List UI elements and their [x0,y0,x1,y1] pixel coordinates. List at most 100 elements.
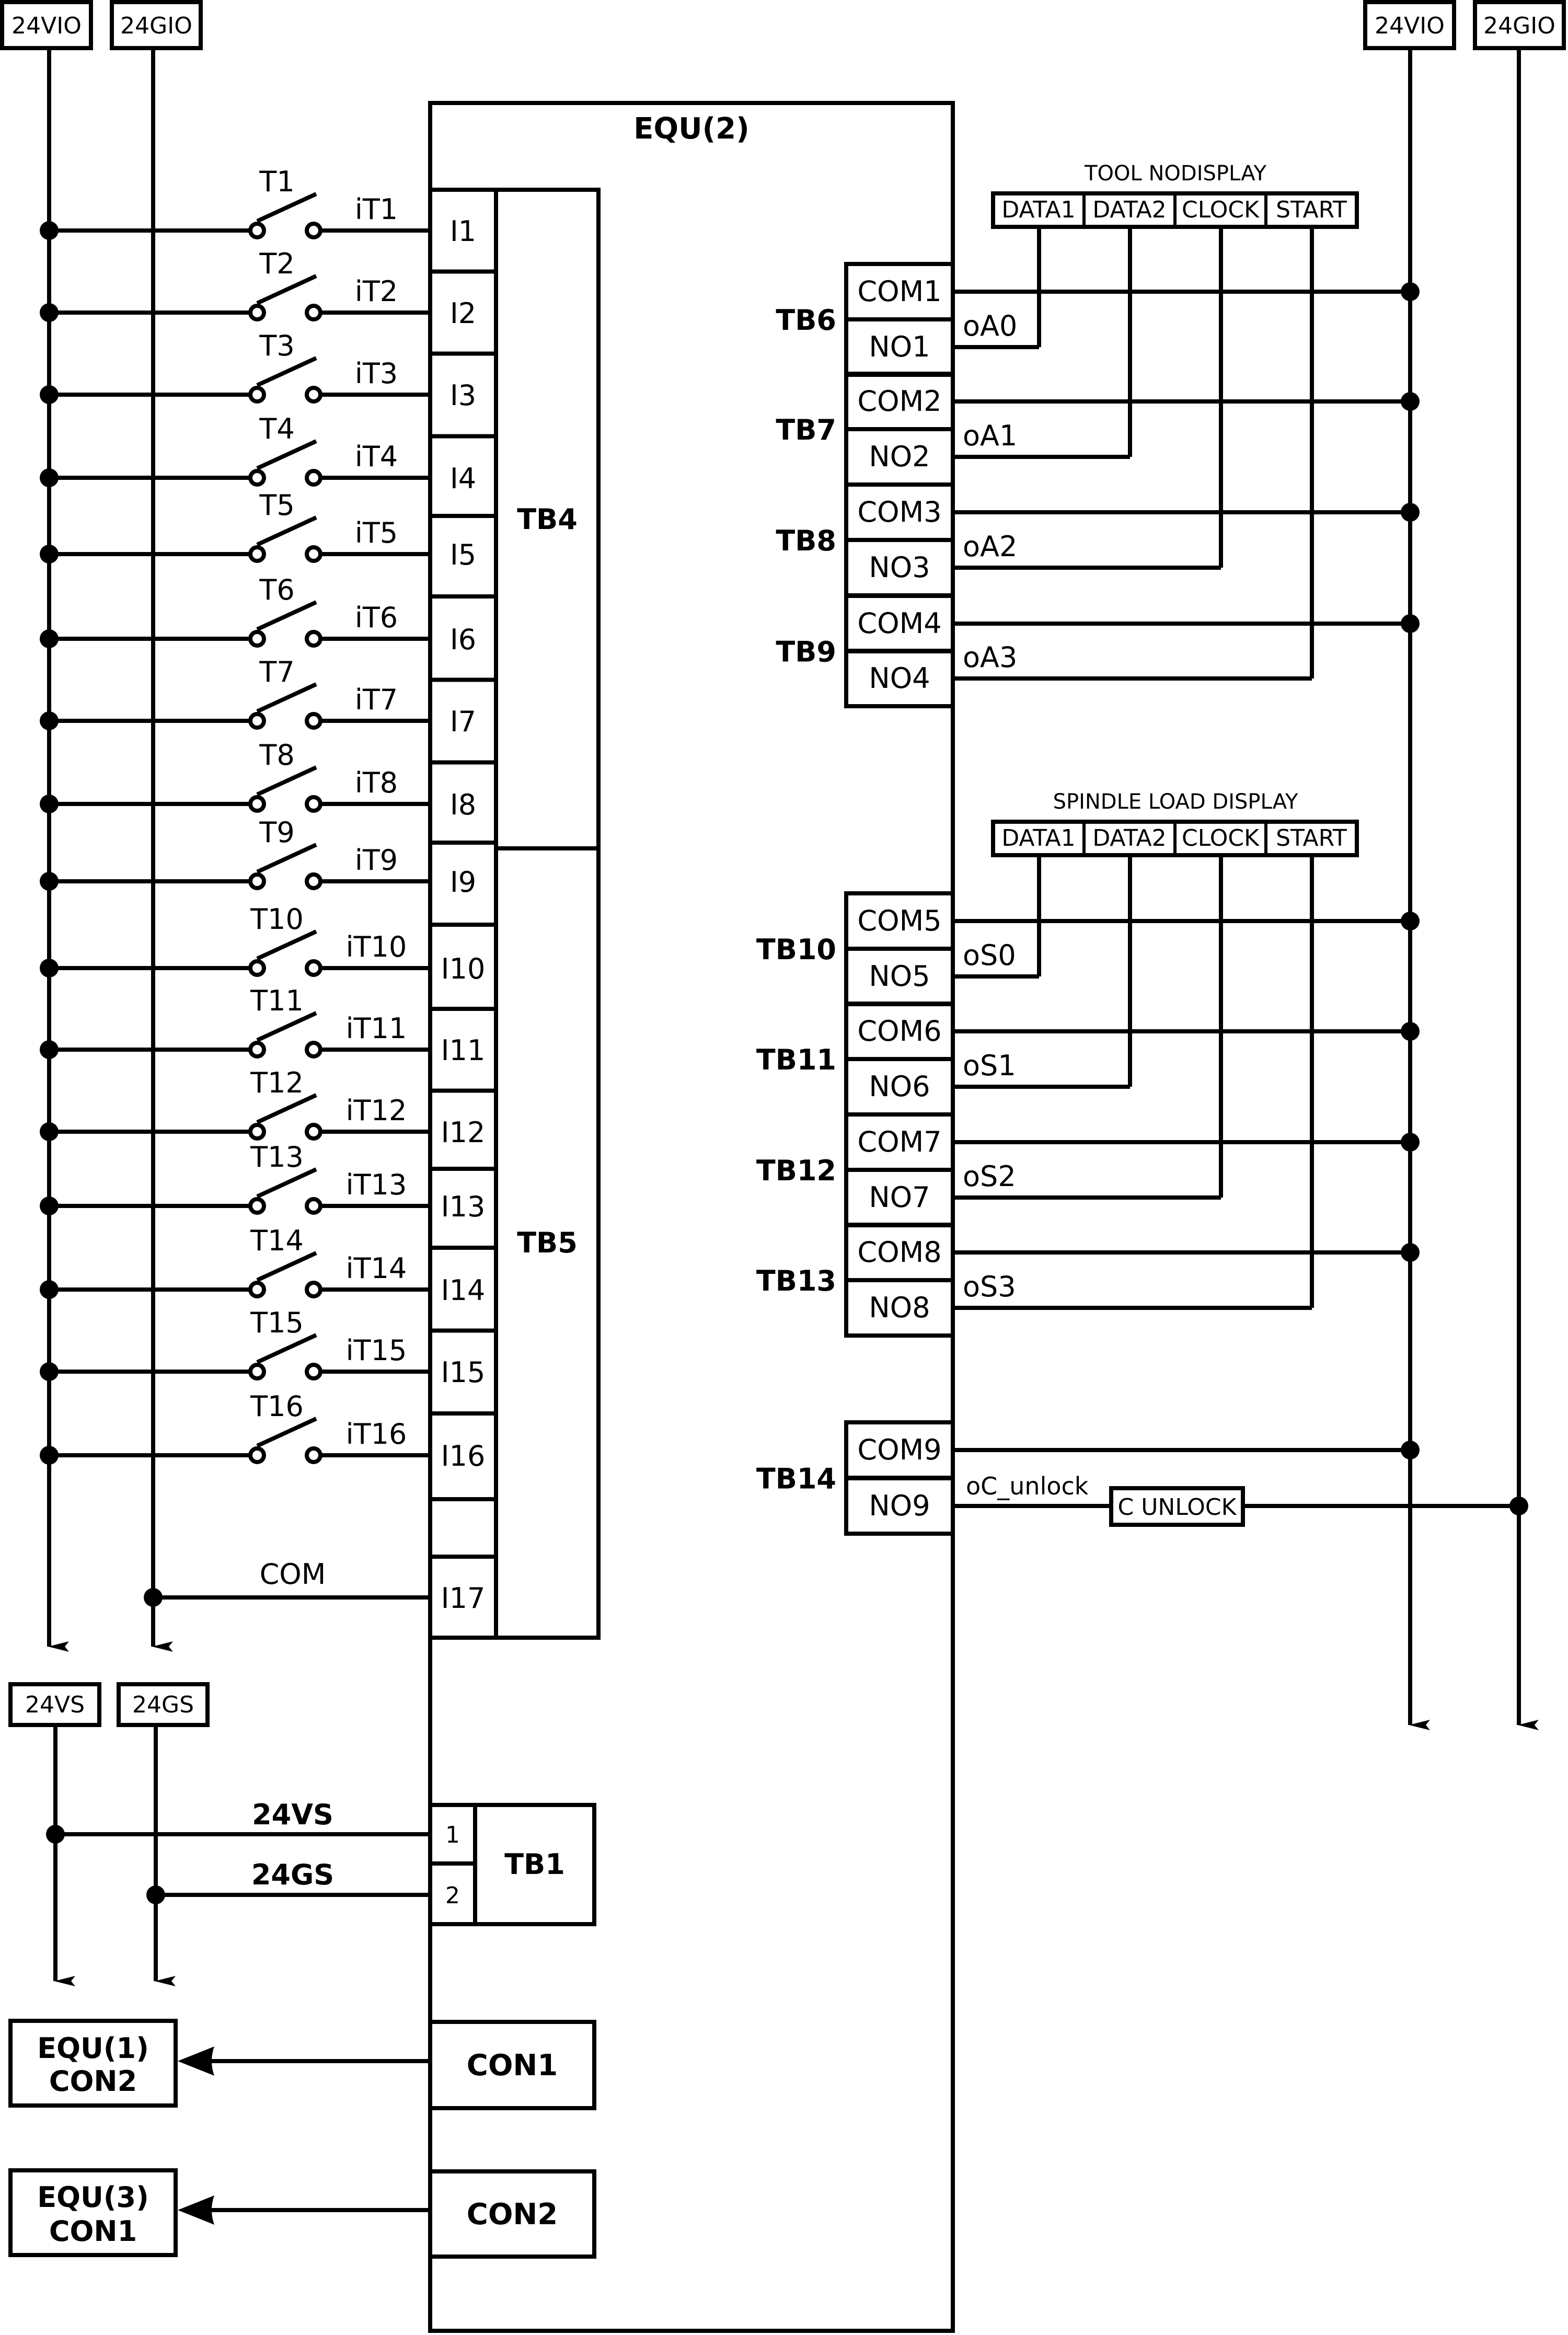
switch-contact-icon [248,1123,266,1141]
switch-lever-icon [256,274,317,305]
signal-label: iT15 [346,1334,407,1367]
terminal-label: I17 [441,1582,486,1615]
signal-label: iT16 [346,1418,407,1451]
com-label: COM3 [857,496,941,528]
junction-dot [40,468,59,487]
remote-line1: EQU(1) [37,2032,149,2065]
signal-label: iT14 [346,1252,407,1285]
switch-lever-icon [256,356,317,387]
terminal-label: I16 [441,1440,486,1473]
switch-label: T8 [259,739,294,772]
rail-label: 24VIO [11,13,82,39]
local-connector-box [428,2020,596,2110]
junction-dot [40,221,59,240]
switch-label: T4 [259,412,294,445]
switch-contact-icon [305,222,322,239]
output-signal-label: oA0 [963,309,1017,342]
com-label: COM5 [857,904,941,937]
switch-label: T11 [250,984,304,1017]
switch-label: T10 [250,903,304,936]
tb4-label: TB4 [517,503,578,536]
switch-lever-icon [256,843,317,874]
display-pin-label: DATA2 [1092,825,1166,852]
output-signal-label: oA1 [963,419,1017,452]
terminal-label: I12 [441,1116,486,1149]
terminal-label: I11 [441,1034,486,1067]
switch-label: T13 [250,1141,304,1174]
junction-dot [40,1040,59,1059]
switch-label: T15 [250,1306,304,1339]
switch-contact-icon [248,386,266,404]
input-switches: T1iT1I1T2iT2I2T3iT3I3T4iT4I4T5iT5I5T6iT6… [40,165,498,1501]
junction-dot [1401,392,1420,411]
remote-connector-box [8,2019,178,2108]
com-label: COM7 [857,1125,941,1158]
junction-dot [40,1446,59,1465]
display-pin-label: DATA2 [1092,197,1166,223]
tb5-label: TB5 [517,1226,578,1259]
remote-line2: CON2 [49,2065,137,2098]
switch-contact-icon [305,1123,322,1141]
junction-dot [40,1362,59,1381]
signal-label: iT5 [355,516,398,549]
signal-label: iT1 [355,193,398,226]
junction-dot [40,545,59,563]
signal-label: iT13 [346,1168,407,1201]
com-label: COM1 [857,275,941,308]
remote-line1: EQU(3) [37,2181,149,2214]
junction-dot [40,795,59,813]
switch-contact-icon [248,222,266,239]
terminal-block-label: TB9 [776,636,836,669]
rail-label-box [117,1682,210,1727]
junction-dot [1401,503,1420,522]
signal-label: iT4 [355,440,398,473]
no-label: NO5 [869,960,930,993]
terminal-label: I13 [441,1190,486,1223]
switch-lever-icon [256,1333,317,1364]
no-label: NO9 [869,1489,930,1522]
terminal-block-label: TB13 [756,1264,836,1297]
switch-lever-icon [256,600,317,631]
common-input-row: COM I17 [144,1555,498,1640]
left-rail-24vs: 24VS [8,1682,101,1986]
signal-label: iT10 [346,930,407,963]
wire-label-24vs: 24VS [252,1798,333,1831]
switch-contact-icon [305,386,322,404]
display-pin-label: DATA1 [1001,197,1075,223]
output-signal-label: oA3 [963,641,1017,674]
no-label: NO3 [869,551,930,584]
switch-lever-icon [256,1093,317,1124]
switch-contact-icon [305,1363,322,1381]
terminal-label: I1 [450,215,476,248]
switch-lever-icon [256,1011,317,1042]
switch-label: T12 [250,1066,304,1099]
terminal-label: I15 [441,1356,486,1389]
signal-label: iT7 [355,683,398,716]
output-signal-label: oS0 [963,939,1016,972]
terminal-label: I6 [450,623,476,656]
signal-label: iT11 [346,1012,407,1045]
terminal-block-label: TB7 [776,413,836,446]
signal-label: iT6 [355,601,398,634]
terminal-block-label: TB10 [756,933,836,966]
switch-label: T5 [259,489,294,522]
signal-label: iT12 [346,1094,407,1127]
junction-dot [40,872,59,891]
terminal-label: I9 [450,866,476,899]
signal-label: iT3 [355,357,398,390]
switch-contact-icon [305,959,322,977]
junction-dot [1401,1133,1420,1152]
terminal-block-label: TB6 [776,304,836,337]
right-rail-24gio: 24GIO [1473,0,1566,1730]
